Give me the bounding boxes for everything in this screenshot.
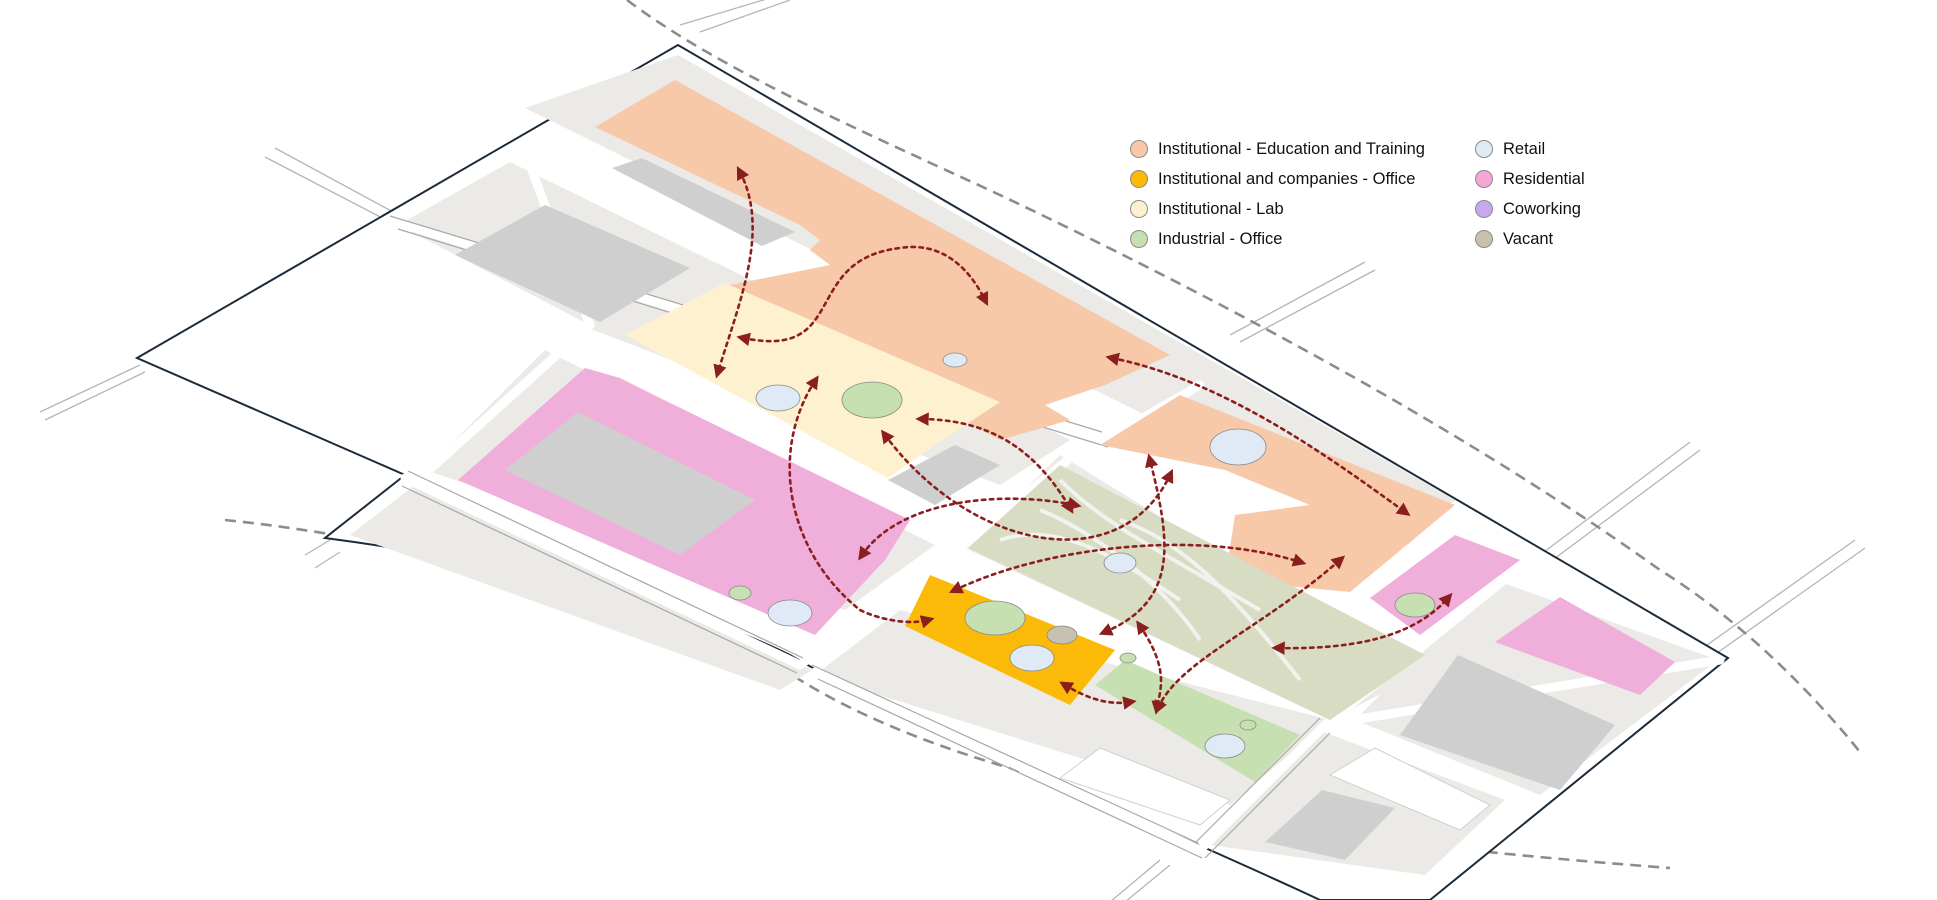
legend-item-office: Institutional and companies - Office [1130,167,1415,191]
outer-streets [39,0,1866,900]
flow-arrows [713,165,1453,715]
flow-arrow [1059,681,1137,710]
legend-item-retail: Retail [1475,137,1545,161]
flow-arrow [1098,453,1166,636]
swatch-circle-icon [1130,170,1148,188]
swatch-circle-icon [1475,140,1493,158]
legend-label: Retail [1503,139,1546,158]
flow-arrow [1105,352,1411,516]
flow-arrow [858,497,1082,561]
legend-label: Vacant [1503,229,1554,248]
swatch-circle-icon [1130,200,1148,218]
legend-item-coworking: Coworking [1475,197,1581,221]
flow-arrow [736,245,989,346]
legend-item-lab: Institutional - Lab [1130,197,1284,221]
swatch-circle-icon [1130,140,1148,158]
legend-label: Institutional and companies - Office [1158,169,1416,188]
block-southwest [350,485,812,690]
legend-label: Institutional - Education and Training [1158,139,1425,158]
swatch-circle-icon [1475,200,1493,218]
white-buildings [1058,747,1491,831]
residential-building-inner [505,412,755,555]
residential-area-east-2 [1495,597,1675,695]
legend-item-education: Institutional - Education and Training [1130,137,1425,161]
legend-label: Institutional - Lab [1158,199,1284,218]
legend-label: Residential [1503,169,1585,188]
legend-label: Coworking [1503,199,1581,218]
flow-arrow [1271,592,1453,655]
flow-arrow [713,165,754,379]
legend-item-industrial-office: Industrial - Office [1130,227,1282,251]
swatch-circle-icon [1475,170,1493,188]
legend: Institutional - Education and Training I… [1130,137,1610,257]
flow-arrow [1154,555,1346,715]
swatch-circle-icon [1475,230,1493,248]
flow-arrow [788,375,935,629]
flow-arrow [1136,620,1165,715]
legend-item-vacant: Vacant [1475,227,1553,251]
legend-label: Industrial - Office [1158,229,1283,248]
swatch-circle-icon [1130,230,1148,248]
office-area [905,575,1115,705]
legend-item-residential: Residential [1475,167,1585,191]
